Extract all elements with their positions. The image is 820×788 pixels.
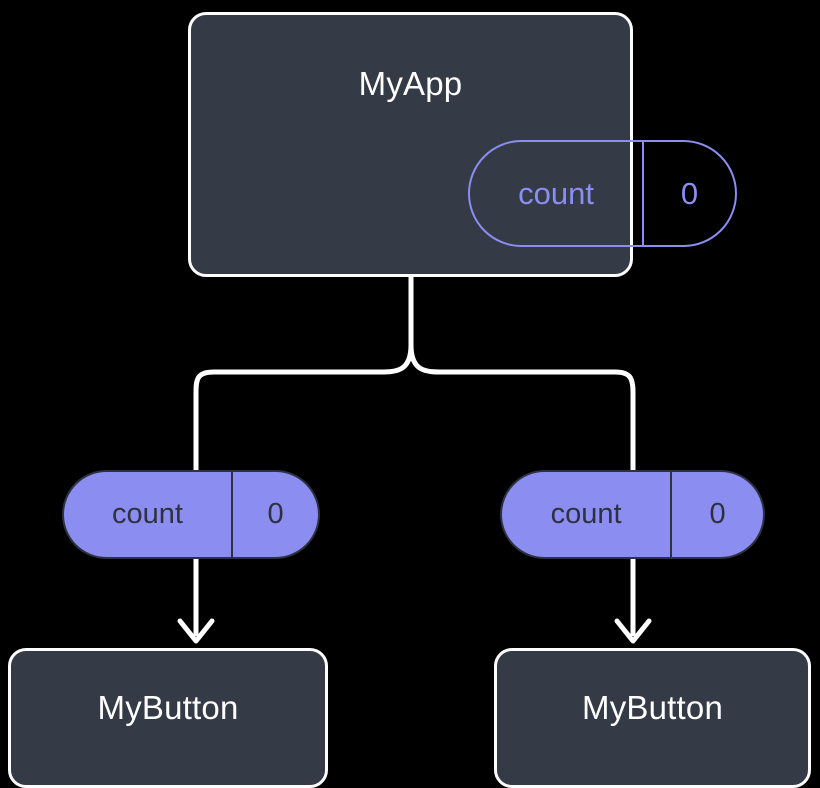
props-pill-key: count bbox=[112, 498, 183, 530]
state-pill-value: 0 bbox=[642, 142, 735, 245]
component-title-mybutton: MyButton bbox=[582, 688, 723, 726]
component-box-mybutton-right[interactable]: MyButton bbox=[494, 648, 811, 788]
component-title-mybutton: MyButton bbox=[97, 688, 239, 726]
connector-fork-right bbox=[408, 342, 636, 473]
component-box-mybutton-left[interactable]: MyButton bbox=[8, 648, 328, 788]
props-pill-left-count[interactable]: count 0 bbox=[62, 470, 320, 559]
arrow-head-right bbox=[614, 618, 652, 644]
props-pill-value: 0 bbox=[231, 472, 318, 557]
arrow-head-left bbox=[177, 618, 215, 644]
props-pill-value: 0 bbox=[670, 472, 763, 557]
diagram-canvas: MyApp count 0 count 0 count 0 MyButton M… bbox=[8, 12, 811, 788]
state-pill-myapp-count[interactable]: count 0 bbox=[468, 140, 737, 247]
component-box-myapp[interactable]: MyApp count 0 bbox=[188, 12, 737, 277]
props-pill-right-count[interactable]: count 0 bbox=[500, 470, 765, 559]
component-title-myapp: MyApp bbox=[358, 65, 463, 102]
state-pill-key: count bbox=[518, 176, 594, 211]
connector-fork-left bbox=[193, 342, 414, 473]
props-pill-key: count bbox=[550, 498, 622, 530]
